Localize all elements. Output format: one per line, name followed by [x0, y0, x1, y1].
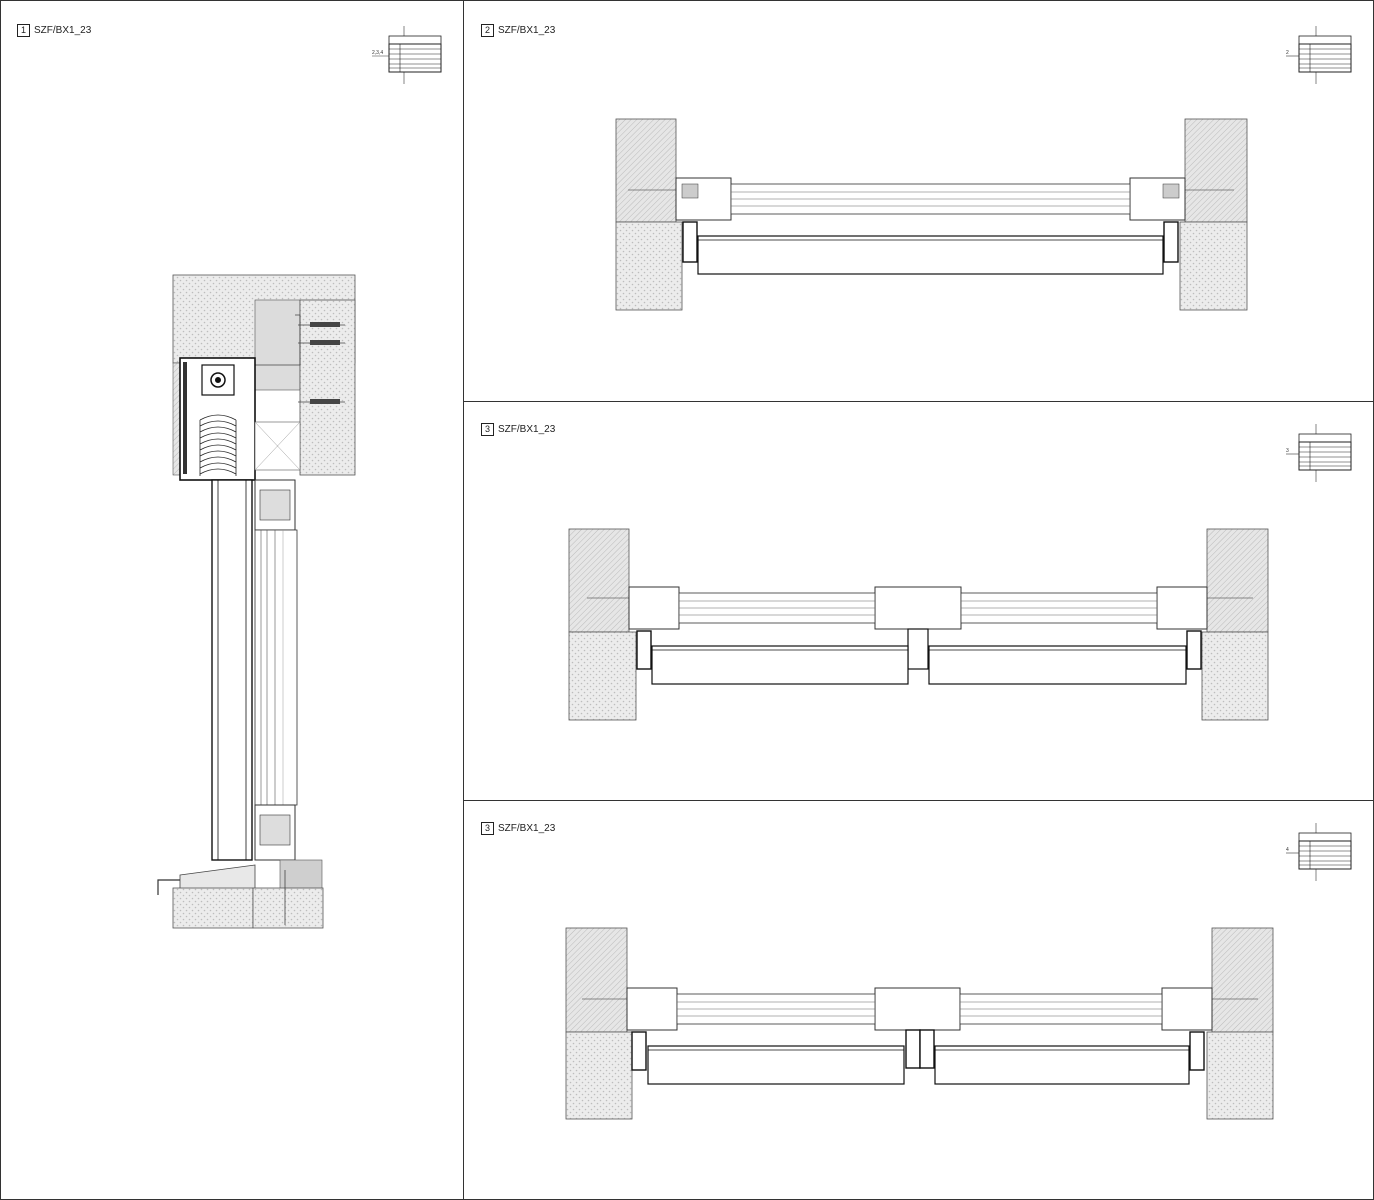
panel-2-number: 2	[481, 24, 494, 37]
panel-1-code: SZF/BX1_23	[34, 25, 92, 36]
vertical-section-drawing	[157, 274, 356, 929]
panel-1-number: 1	[17, 24, 30, 37]
horizontal-section-double	[568, 528, 1269, 721]
panel-2-code: SZF/BX1_23	[498, 25, 556, 36]
panel-4-code: SZF/BX1_23	[498, 823, 556, 834]
key-plan-1: 2,3,4	[372, 26, 442, 84]
panel-divider-vertical	[463, 0, 464, 1200]
horizontal-section-single	[615, 118, 1248, 311]
panel-4-number: 3	[481, 822, 494, 835]
panel-4-label: 3 SZF/BX1_23	[481, 822, 555, 835]
key-plan-4-mark: 4	[1286, 847, 1289, 853]
panel-divider-top	[463, 401, 1374, 402]
key-plan-3: 3	[1286, 424, 1352, 482]
key-plan-4: 4	[1286, 823, 1352, 881]
panel-divider-bottom	[463, 800, 1374, 801]
key-plan-2-mark: 2	[1286, 50, 1289, 56]
key-plan-1-mark: 2,3,4	[372, 50, 383, 56]
panel-3-code: SZF/BX1_23	[498, 424, 556, 435]
key-plan-3-mark: 3	[1286, 448, 1289, 454]
key-plan-2: 2	[1286, 26, 1352, 84]
panel-3-label: 3 SZF/BX1_23	[481, 423, 555, 436]
panel-2-label: 2 SZF/BX1_23	[481, 24, 555, 37]
panel-1-label: 1 SZF/BX1_23	[17, 24, 91, 37]
panel-3-number: 3	[481, 423, 494, 436]
horizontal-section-double-wide	[565, 927, 1274, 1120]
